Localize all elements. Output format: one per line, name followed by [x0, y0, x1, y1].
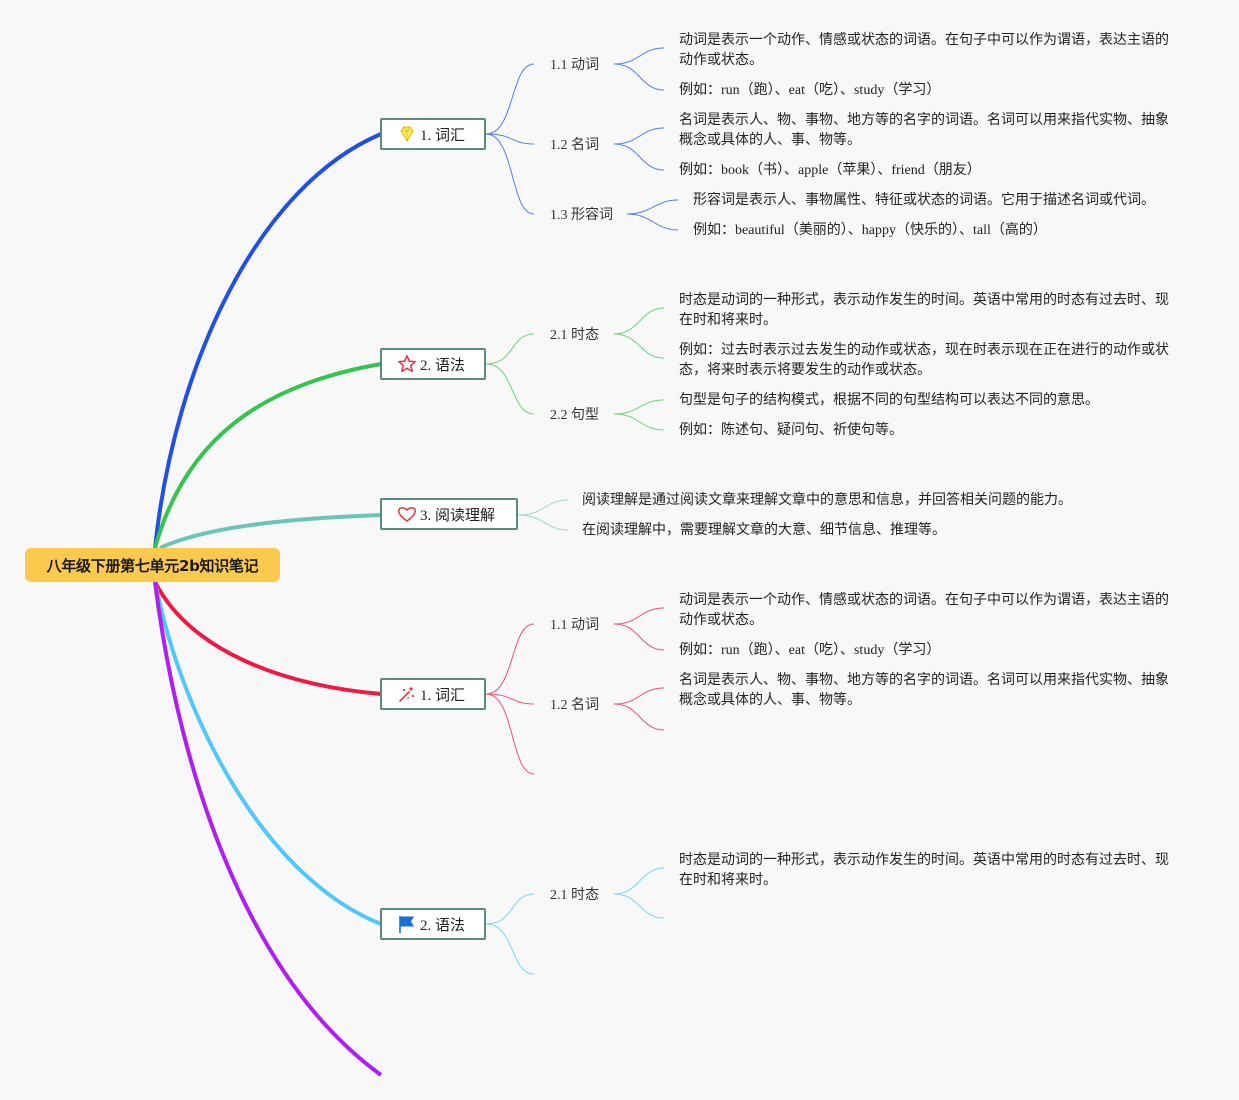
branch-line-grammar-2	[153, 581, 382, 926]
topic-grammar-2[interactable]: 2. 语法	[380, 908, 486, 940]
diamond-icon	[396, 123, 418, 145]
branch-line-empty	[153, 581, 383, 1077]
leaf-adjective-definition[interactable]: 形容词是表示人、事物属性、特征或状态的词语。它用于描述名词或代词。	[693, 193, 1155, 208]
leaf-verb-definition[interactable]: 动词是表示一个动作、情感或状态的词语。在句子中可以作为谓语，表达主语的动作或状态…	[679, 33, 1169, 68]
leaf-adjective-example[interactable]: 例如：beautiful（美丽的）、happy（快乐的）、tall（高的）	[693, 223, 1047, 238]
subtopic-verb[interactable]: 1.1 动词	[550, 58, 599, 73]
leaf-verb-example[interactable]: 例如：run（跑）、eat（吃）、study（学习）	[679, 83, 941, 98]
topic-label: 2. 语法	[420, 917, 466, 934]
subtopic-tense[interactable]: 2.1 时态	[550, 328, 599, 343]
topic-vocabulary-2[interactable]: 1. 词汇	[380, 678, 486, 710]
leaf-reading-detail[interactable]: 在阅读理解中，需要理解文章的大意、细节信息、推理等。	[582, 523, 946, 538]
subtopic-tense[interactable]: 2.1 时态	[550, 888, 599, 903]
topic-label: 2. 语法	[420, 357, 466, 374]
star-icon	[396, 353, 418, 375]
sparkles-icon	[396, 683, 418, 705]
leaf-sentence-definition[interactable]: 句型是句子的结构模式，根据不同的句型结构可以表达不同的意思。	[679, 393, 1099, 408]
heart-icon	[396, 503, 418, 525]
subtopic-verb[interactable]: 1.1 动词	[550, 618, 599, 633]
topic-label: 3. 阅读理解	[420, 507, 496, 524]
branch-line-vocab-2	[153, 581, 382, 696]
subtopic-noun[interactable]: 1.2 名词	[550, 138, 599, 153]
topic-vocabulary-1[interactable]: 1. 词汇	[380, 118, 486, 150]
root-topic[interactable]: 八年级下册第七单元2b知识笔记	[25, 548, 280, 582]
topic-label: 1. 词汇	[420, 687, 466, 704]
leaf-sentence-example[interactable]: 例如：陈述句、疑问句、祈使句等。	[679, 423, 903, 438]
subtopic-sentence-pattern[interactable]: 2.2 句型	[550, 408, 599, 423]
leaf-reading-definition[interactable]: 阅读理解是通过阅读文章来理解文章中的意思和信息，并回答相关问题的能力。	[582, 493, 1072, 508]
leaf-tense-definition[interactable]: 时态是动词的一种形式，表示动作发生的时间。英语中常用的时态有过去时、现在时和将来…	[679, 293, 1169, 328]
topic-reading[interactable]: 3. 阅读理解	[380, 498, 518, 530]
leaf-verb-example[interactable]: 例如：run（跑）、eat（吃）、study（学习）	[679, 643, 941, 658]
subtopic-adjective[interactable]: 1.3 形容词	[550, 208, 613, 223]
leaf-tense-example[interactable]: 例如：过去时表示过去发生的动作或状态，现在时表示现在正在进行的动作或状态，将来时…	[679, 343, 1169, 378]
topic-grammar-1[interactable]: 2. 语法	[380, 348, 486, 380]
topic-label: 1. 词汇	[420, 127, 466, 144]
branch-line-grammar-1	[153, 362, 382, 549]
branch-line-vocab-1	[153, 132, 382, 549]
flag-icon	[396, 913, 418, 935]
leaf-noun-example[interactable]: 例如：book（书）、apple（苹果）、friend（朋友）	[679, 163, 981, 178]
leaf-noun-definition[interactable]: 名词是表示人、物、事物、地方等的名字的词语。名词可以用来指代实物、抽象概念或具体…	[679, 113, 1169, 148]
subtopic-noun[interactable]: 1.2 名词	[550, 698, 599, 713]
leaf-verb-definition[interactable]: 动词是表示一个动作、情感或状态的词语。在句子中可以作为谓语，表达主语的动作或状态…	[679, 593, 1169, 628]
branch-line-reading	[159, 513, 382, 550]
leaf-noun-definition[interactable]: 名词是表示人、物、事物、地方等的名字的词语。名词可以用来指代实物、抽象概念或具体…	[679, 673, 1169, 708]
leaf-tense-definition[interactable]: 时态是动词的一种形式，表示动作发生的时间。英语中常用的时态有过去时、现在时和将来…	[679, 853, 1169, 888]
